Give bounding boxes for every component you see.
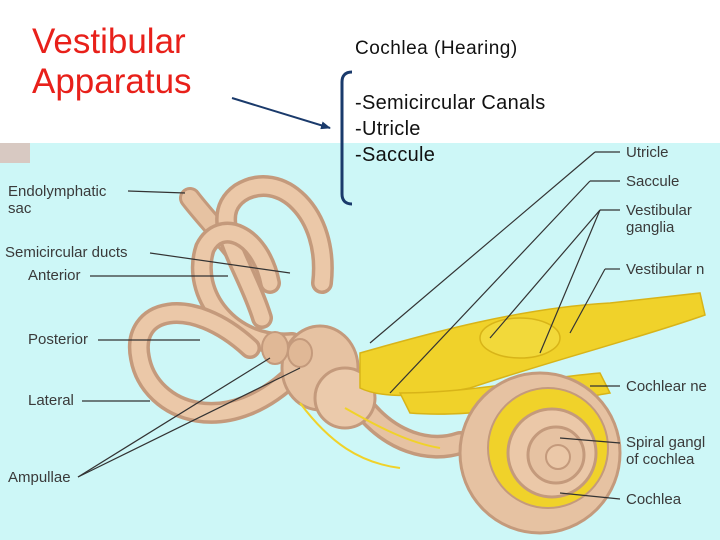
slide-title-line2: Apparatus — [32, 62, 192, 101]
label-cochlear-nerve: Cochlear ne — [626, 378, 707, 395]
leader-ampullae-1 — [77, 357, 271, 478]
ampulla-anterior — [261, 331, 289, 365]
list-item-semicircular-canals: -Semicircular Canals — [355, 92, 546, 114]
list-item-saccule: -Saccule — [355, 144, 436, 166]
leader-saccule-diag — [389, 180, 591, 394]
lateral-canal — [131, 305, 308, 421]
leader-semicircular-ducts — [149, 252, 291, 274]
label-vestibular-nerve: Vestibular n — [626, 261, 705, 278]
label-endolymphatic-line2: sac — [8, 200, 32, 217]
leader-cochlea — [559, 492, 621, 500]
slide-title-line1: Vestibular — [32, 22, 186, 61]
leader-ganglia-1 — [489, 209, 601, 339]
list-item-utricle: -Utricle — [355, 118, 421, 140]
label-semicircular-ducts: Semicircular ducts — [5, 244, 128, 261]
label-spiral-ganglion-line1: Spiral gangl — [626, 434, 706, 451]
vestibular-parts-list: -Semicircular Canals -Utricle -Saccule — [355, 90, 546, 168]
label-vestibular-ganglia-line2: ganglia — [626, 219, 675, 236]
label-endolymphatic-line1: Endolymphatic — [8, 183, 107, 200]
inner-ear-illustration — [0, 143, 720, 540]
label-spiral-ganglion: Spiral gangl of cochlea — [626, 434, 705, 468]
label-anterior: Anterior — [28, 267, 81, 284]
label-endolymphatic-sac: Endolymphatic sac — [8, 183, 106, 217]
corner-bone-texture — [0, 143, 30, 163]
cochlea-apex — [545, 444, 571, 470]
leader-utricle-diag — [369, 151, 596, 344]
nerve-branch-2 — [299, 402, 401, 469]
leader-vestibular-nerve-diag — [569, 268, 606, 334]
label-ampullae: Ampullae — [8, 469, 71, 486]
title-arrow — [231, 97, 331, 130]
label-saccule: Saccule — [626, 173, 680, 190]
cochlea-heading: Cochlea (Hearing) — [355, 38, 518, 59]
label-vestibular-ganglia: Vestibular ganglia — [626, 202, 692, 236]
nerve-branch-1 — [344, 407, 441, 449]
ampulla-lateral — [287, 338, 313, 368]
label-vestibular-ganglia-line1: Vestibular — [626, 202, 692, 219]
label-lateral: Lateral — [28, 392, 74, 409]
label-spiral-ganglion-line2: of cochlea — [626, 451, 695, 468]
leader-ampullae-2 — [77, 367, 301, 478]
label-leader-lines — [77, 151, 621, 500]
leader-endolymphatic — [127, 190, 186, 194]
anatomy-figure-panel: Endolymphatic sac Semicircular ducts Ant… — [0, 143, 720, 540]
label-utricle: Utricle — [626, 144, 669, 161]
anterior-canal — [218, 178, 331, 326]
label-cochlea: Cochlea — [626, 491, 682, 508]
slide-title: Vestibular Apparatus — [32, 22, 192, 102]
vestibular-ganglia-shape — [479, 317, 561, 359]
cochlea-spiral — [458, 371, 622, 535]
label-posterior: Posterior — [28, 331, 89, 348]
leader-spiral-ganglion — [559, 437, 621, 444]
leader-ganglia-2 — [539, 209, 601, 354]
